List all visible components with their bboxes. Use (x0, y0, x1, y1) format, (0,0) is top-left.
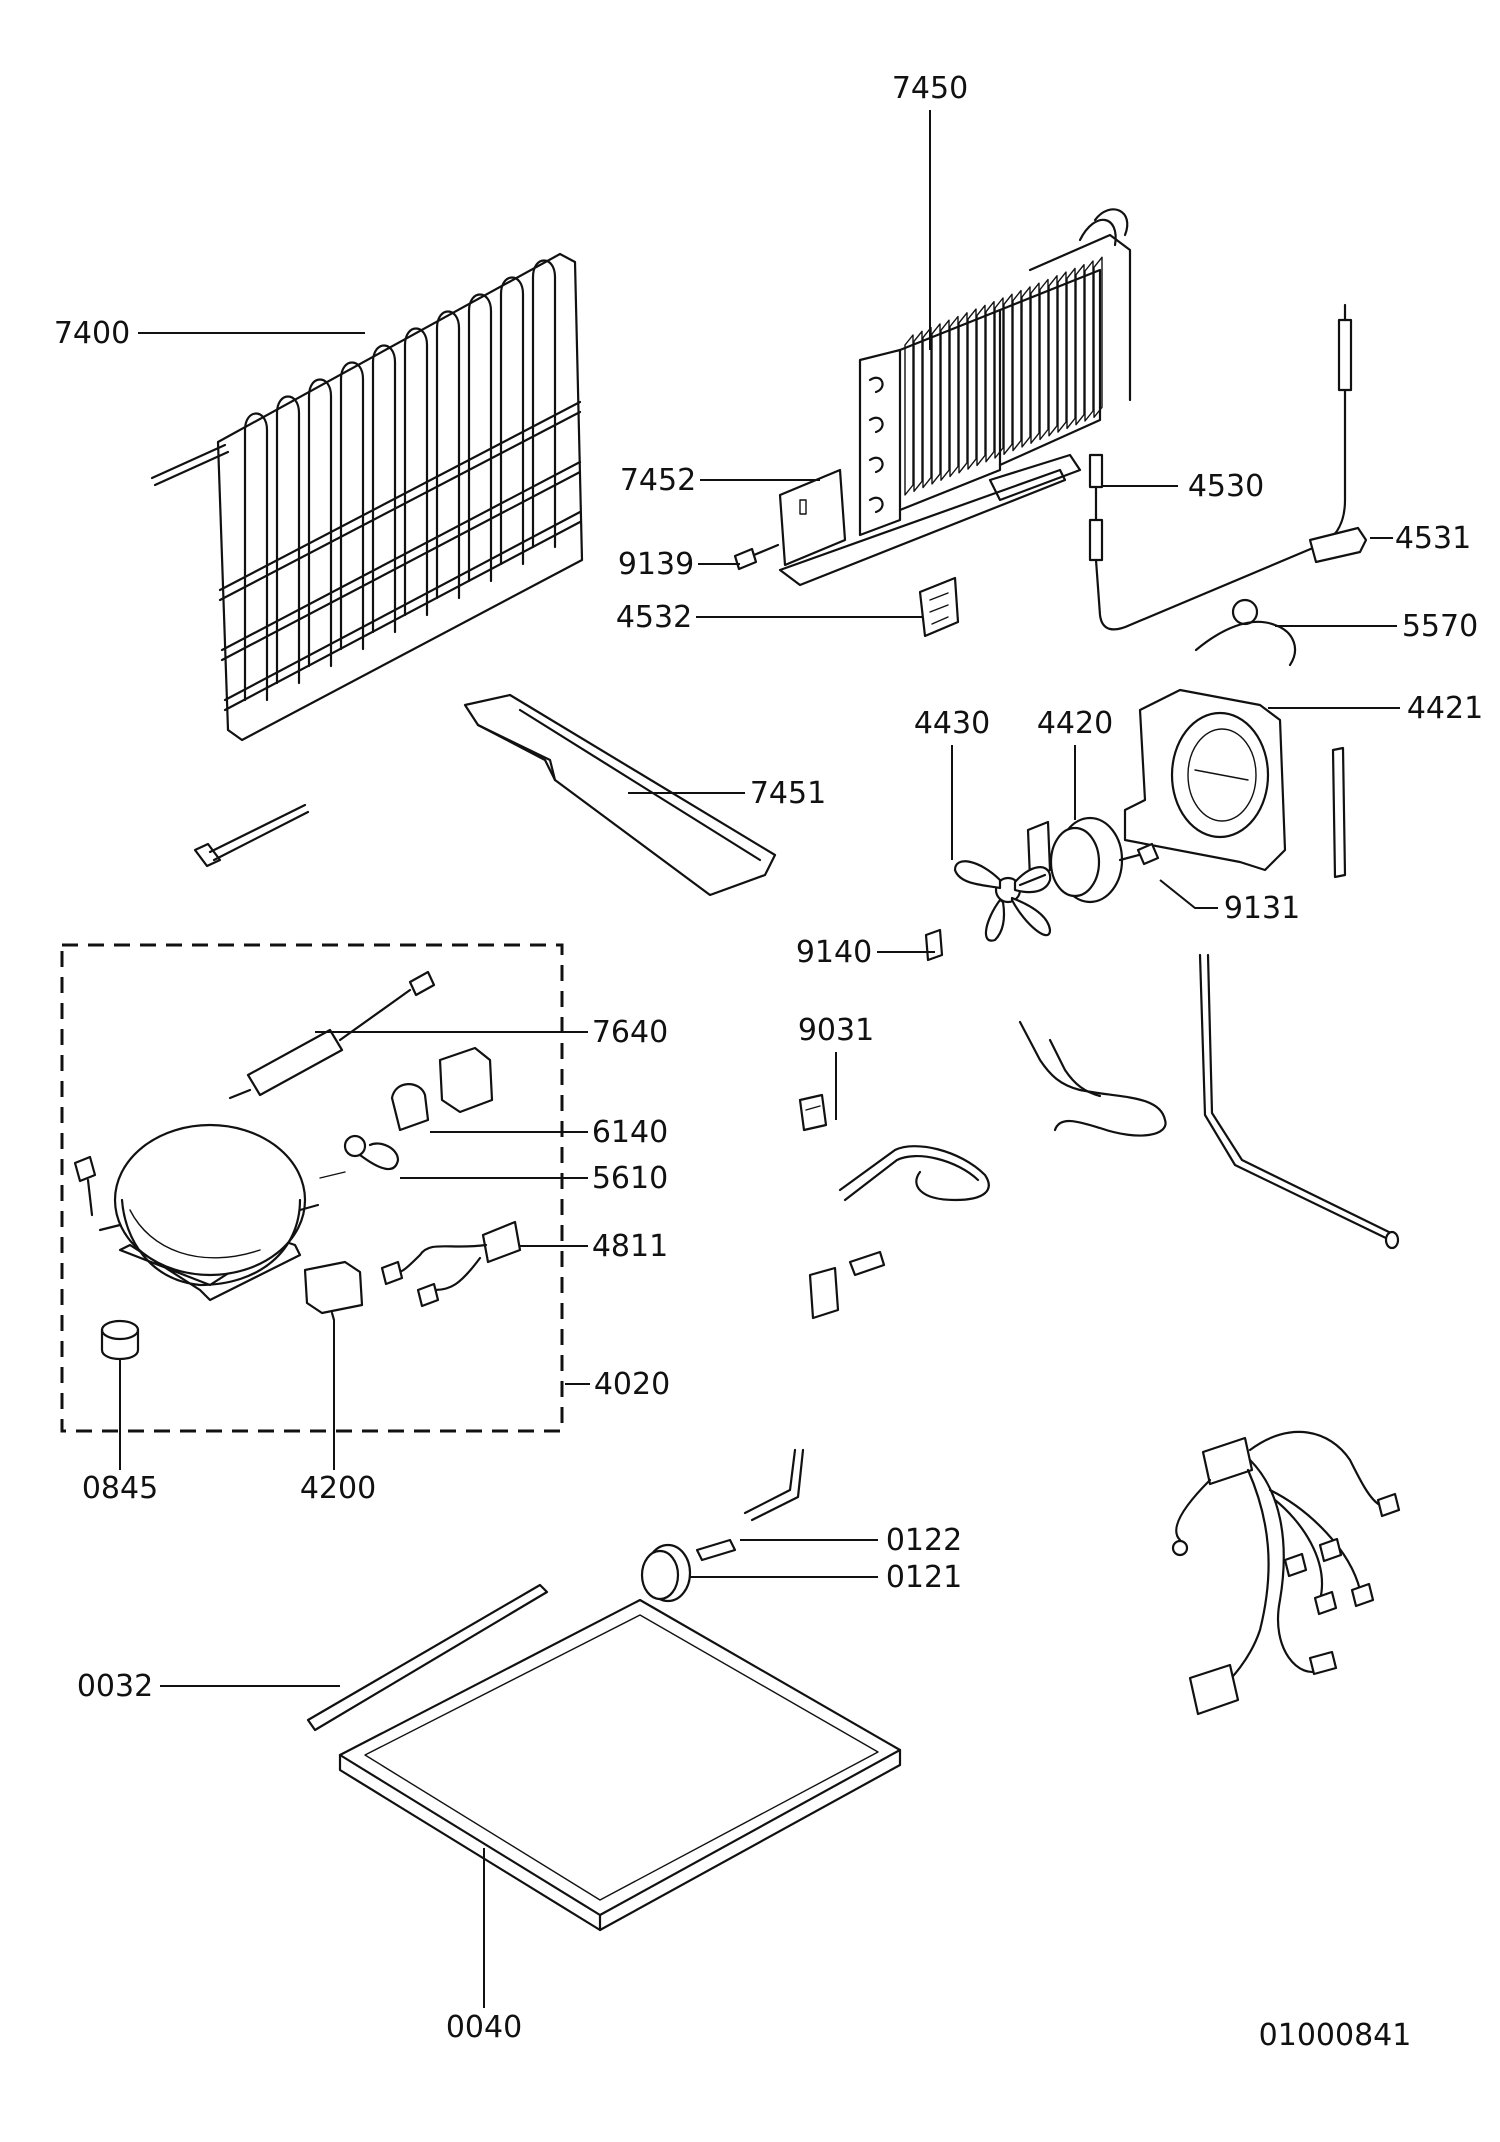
fan-shroud-4421 (1123, 688, 1287, 872)
part-label-0040: 0040 (446, 2010, 522, 2045)
evaporator-7450 (778, 208, 1132, 587)
part-label-7450: 7450 (892, 71, 968, 106)
fan-motor-4420 (1026, 816, 1152, 904)
part-label-9140: 9140 (796, 935, 872, 970)
wheel-0121 (640, 1543, 692, 1603)
condenser-coil-7400 (150, 252, 584, 742)
drip-tray-7451 (463, 693, 777, 897)
document-id: 01000841 (1259, 2018, 1412, 2053)
part-label-7452: 7452 (620, 463, 696, 498)
part-label-0845: 0845 (82, 1471, 158, 1506)
part-label-5610: 5610 (592, 1161, 668, 1196)
screw-compressor (73, 1155, 97, 1217)
sensor-4530 (1088, 303, 1353, 631)
part-label-4421: 4421 (1407, 691, 1483, 726)
leader-lines (119, 110, 1400, 2008)
relay-6140 (390, 1046, 494, 1132)
suction-tube (838, 1145, 990, 1202)
part-label-4420: 4420 (1037, 706, 1113, 741)
wiring-harness (1171, 1430, 1401, 1716)
part-label-4430: 4430 (914, 706, 990, 741)
part-label-4811: 4811 (592, 1229, 668, 1264)
bracket-with-screw (808, 1250, 886, 1320)
filter-drier-7640 (228, 970, 436, 1100)
part-label-9131: 9131 (1224, 891, 1300, 926)
compressor (98, 1123, 320, 1302)
part-label-4530: 4530 (1188, 469, 1264, 504)
tube-0122 (743, 1448, 805, 1522)
part-label-4200: 4200 (300, 1471, 376, 1506)
part-label-0032: 0032 (77, 1669, 153, 1704)
part-label-4531: 4531 (1395, 521, 1471, 556)
part-label-7640: 7640 (592, 1015, 668, 1050)
connector-4811 (380, 1220, 522, 1308)
long-tube (1198, 953, 1400, 1250)
part-label-5570: 5570 (1402, 609, 1478, 644)
profile-strip-0032 (306, 1583, 549, 1732)
compressor-kit-box (60, 943, 564, 1433)
clip-4532 (918, 576, 960, 638)
capacitor-4200 (303, 1260, 364, 1322)
base-frame-0040 (338, 1598, 902, 1932)
bracket-7452 (778, 468, 847, 567)
rubber-foot-0845 (100, 1319, 140, 1361)
part-label-0121: 0121 (886, 1560, 962, 1595)
discharge-tube (1018, 1020, 1167, 1137)
strip-4421 (1331, 746, 1347, 879)
cable-tie (193, 803, 310, 868)
clamp-4531 (1308, 526, 1368, 564)
bracket-9031 (798, 1093, 828, 1132)
part-label-9139: 9139 (618, 547, 694, 582)
grommet-5570 (1194, 598, 1297, 667)
clip-9140 (924, 928, 944, 962)
screw-9131 (1136, 842, 1160, 866)
fan-blade-4430 (953, 860, 1052, 942)
part-label-6140: 6140 (592, 1115, 668, 1150)
part-label-7451: 7451 (750, 776, 826, 811)
pin-0122 (695, 1538, 737, 1562)
leader-line-9131 (1159, 879, 1218, 909)
callout-labels: 7450 7400 7452 4530 9139 4531 4532 5570 4430 4420… (54, 71, 1483, 2045)
part-label-4020: 4020 (594, 1367, 670, 1402)
part-label-0122: 0122 (886, 1523, 962, 1558)
part-label-9031: 9031 (798, 1013, 874, 1048)
part-label-4532: 4532 (616, 600, 692, 635)
screw-9139 (733, 543, 780, 571)
overload-5610 (319, 1134, 400, 1179)
part-label-7400: 7400 (54, 316, 130, 351)
